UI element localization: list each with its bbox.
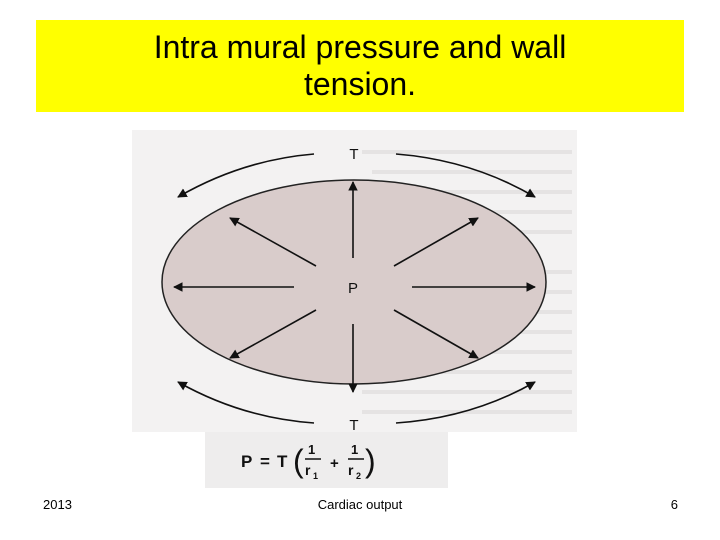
formula-den1: r: [305, 462, 311, 478]
tension-arc-bottom-right: [395, 381, 536, 424]
label-bottom-t: T: [349, 417, 358, 432]
formula-num2: 1: [351, 442, 358, 457]
formula-lparen: (: [293, 443, 304, 479]
formula-lhs: P: [241, 452, 252, 471]
slide-title-box: Intra mural pressure and wall tension.: [36, 20, 684, 112]
formula-sub2: 2: [356, 471, 361, 481]
arrow-up-right: [393, 217, 479, 267]
slide-number: 6: [670, 497, 678, 512]
label-top-t: T: [349, 146, 358, 163]
formula-sub1: 1: [313, 471, 318, 481]
arrow-up-left: [229, 217, 317, 267]
arrow-down-left: [229, 309, 317, 359]
formula-num1: 1: [308, 442, 315, 457]
formula-eq: =: [260, 452, 270, 471]
formula-rparen: ): [365, 443, 376, 479]
formula-plus: +: [330, 455, 339, 472]
formula-den2: r: [348, 462, 354, 478]
tension-arc-top-right: [395, 153, 536, 198]
label-center-p: P: [348, 280, 358, 297]
slide-title: Intra mural pressure and wall tension.: [153, 29, 567, 102]
laplace-formula: P = T ( 1 r 1 + 1 r 2 ): [205, 432, 448, 488]
footer-date: 2013: [43, 497, 72, 512]
tension-arc-bottom-left: [177, 381, 315, 424]
footer-title: Cardiac output: [317, 497, 403, 512]
tension-arc-top-left: [177, 153, 315, 198]
formula-t: T: [277, 452, 288, 471]
arrow-down-right: [393, 309, 479, 359]
laplace-diagram: T P T: [132, 130, 577, 432]
